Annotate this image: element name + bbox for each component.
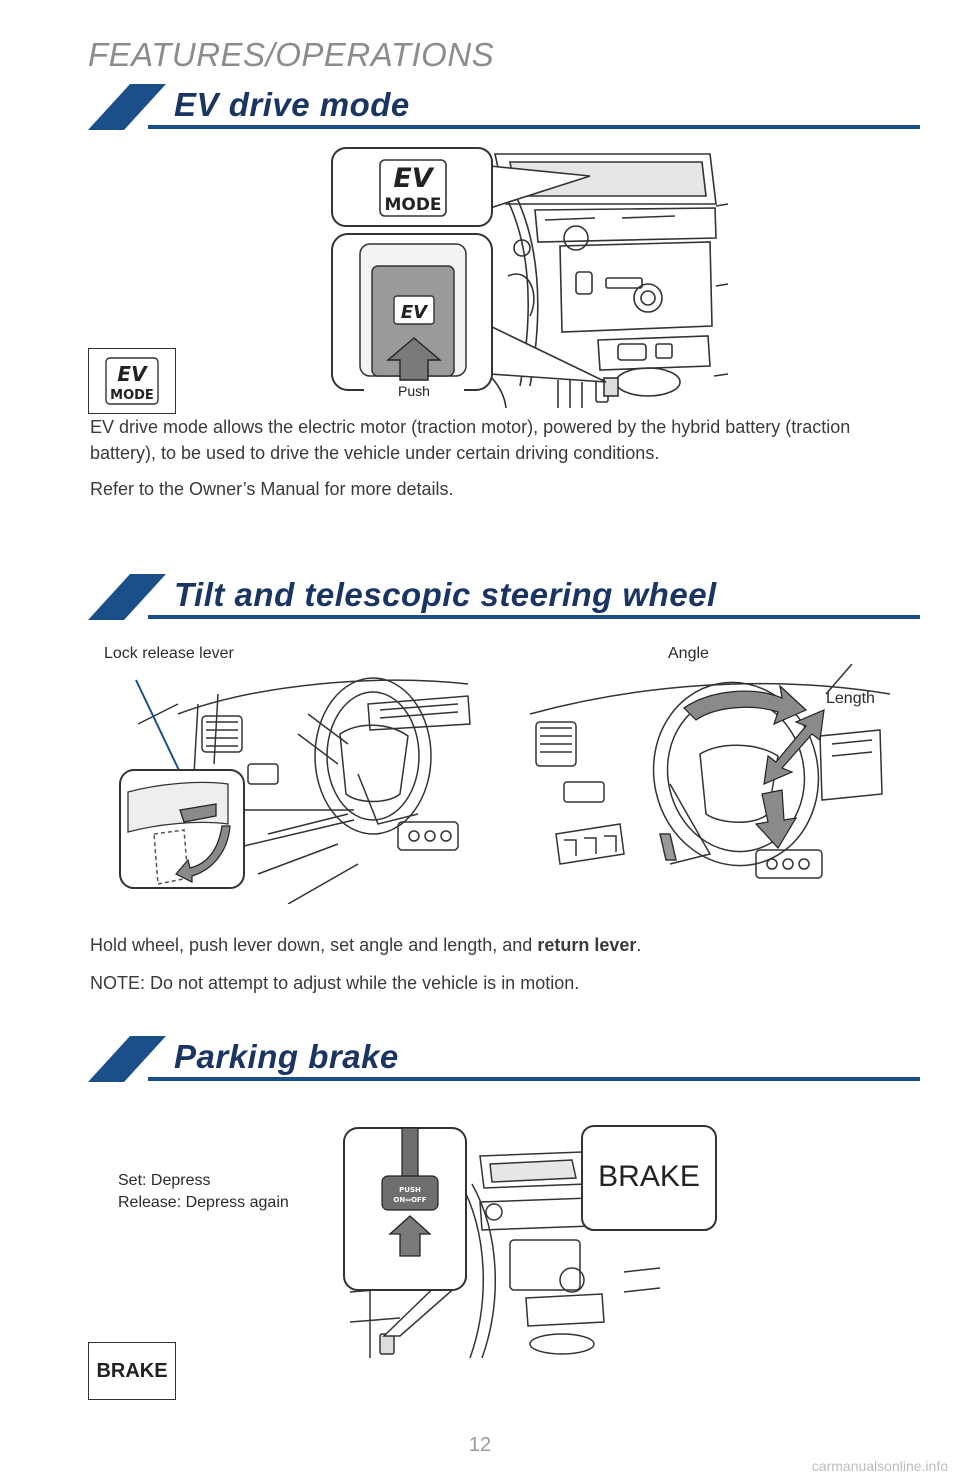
set-instruction: Set: Depress <box>118 1172 211 1189</box>
pedal-onoff-text: ON⇔OFF <box>393 1196 426 1204</box>
instruction-suffix: . <box>636 935 642 955</box>
tilt-description: Hold wheel, push lever down, set angle a… <box>90 932 890 996</box>
instruction-bold: return lever <box>537 935 637 955</box>
ev-mode-indicator-icon: EV MODE <box>88 348 176 414</box>
section-header-band <box>88 1036 920 1082</box>
push-label: Push <box>398 383 430 399</box>
section-header-tilt: Tilt and telescopic steering wheel <box>88 574 920 620</box>
push-down-arrow-icon <box>175 825 231 883</box>
section-header-parking: Parking brake <box>88 1036 920 1082</box>
tilt-note: NOTE: Do not attempt to adjust while the… <box>90 973 580 993</box>
section-header-band <box>88 574 920 620</box>
pedal-push-text: PUSH <box>399 1186 421 1194</box>
brake-indicator-icon: BRAKE <box>88 1342 176 1400</box>
page-number: 12 <box>468 1434 492 1456</box>
ev-pad-label: EV <box>401 302 429 323</box>
angle-label: Angle <box>668 645 709 662</box>
page-heading: FEATURES/OPERATIONS <box>88 36 495 73</box>
mode-icon-text: MODE <box>110 388 154 403</box>
section-title: Tilt and telescopic steering wheel <box>174 576 717 613</box>
ev-icon-text: EV <box>117 362 148 386</box>
parking-brake-figure: PUSH ON⇔OFF BRAKE <box>343 1125 717 1358</box>
lock-release-figure <box>119 677 471 904</box>
length-arrow-icon <box>763 709 825 785</box>
release-instruction: Release: Depress again <box>118 1194 289 1211</box>
tilt-down-arrow-icon <box>754 789 798 849</box>
section-title: Parking brake <box>174 1038 399 1075</box>
ev-description: EV drive mode allows the electric motor … <box>90 414 890 502</box>
brake-callout-label: BRAKE <box>598 1160 700 1193</box>
ev-button-label: EV <box>393 163 434 194</box>
ev-mode-figure: EV MODE EV Push <box>331 147 729 408</box>
parking-instructions: Set: Depress Release: Depress again <box>118 1170 289 1214</box>
ev-paragraph-2: Refer to the Owner’s Manual for more det… <box>90 479 454 499</box>
steering-adjust-figure <box>529 664 891 879</box>
section-header-band <box>88 84 920 130</box>
lock-release-label: Lock release lever <box>104 645 234 662</box>
push-arrow-icon <box>386 337 442 381</box>
mode-button-label: MODE <box>384 195 441 215</box>
watermark: carmanualsonline.info <box>811 1458 948 1474</box>
instruction-text: Hold wheel, push lever down, set angle a… <box>90 935 538 955</box>
tilt-instruction: Hold wheel, push lever down, set angle a… <box>90 932 890 958</box>
section-title: EV drive mode <box>174 86 410 123</box>
press-arrow-icon <box>388 1215 432 1257</box>
length-label: Length <box>826 690 875 707</box>
section-header-ev: EV drive mode <box>88 84 920 130</box>
angle-arrow-icon <box>683 684 808 726</box>
ev-paragraph-1: EV drive mode allows the electric motor … <box>90 417 851 463</box>
brake-icon-text: BRAKE <box>96 1359 168 1382</box>
